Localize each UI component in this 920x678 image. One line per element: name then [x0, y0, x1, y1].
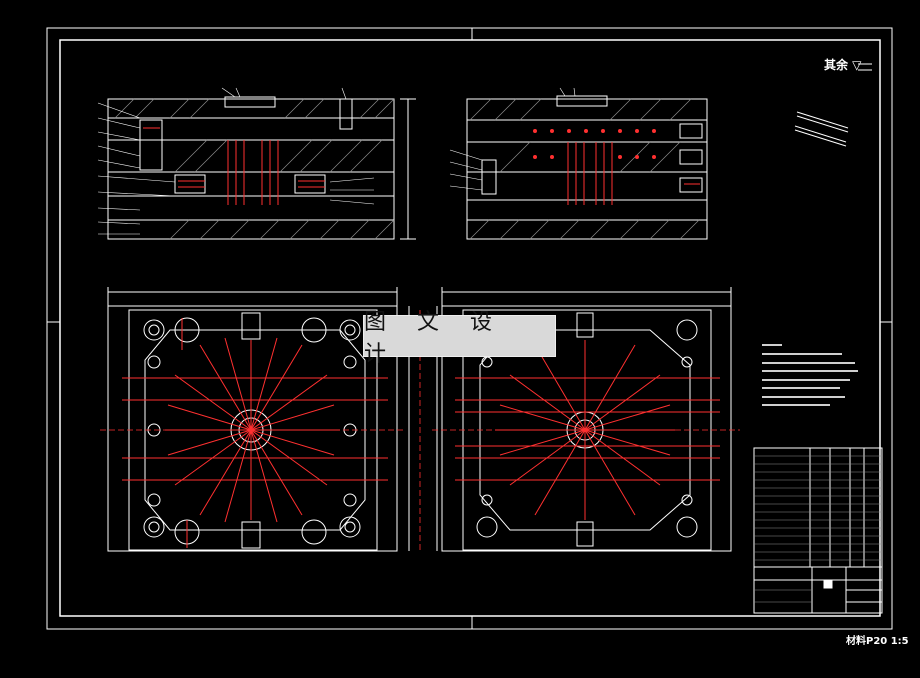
- plan-left-runners: [122, 318, 388, 548]
- part-sketch: [794, 63, 872, 147]
- section-left-leaders: [97, 87, 375, 235]
- sheet-frame: [46, 27, 893, 630]
- parts-list-rows: [754, 455, 882, 603]
- surface-roughness-note: 其余 ▽: [824, 58, 862, 72]
- section-view-left: [107, 96, 416, 240]
- plan-view-left: [107, 287, 410, 552]
- section-left-hatch: [114, 98, 395, 240]
- section-right-cooling-channels: [533, 129, 656, 159]
- section-right-ejector-pins: [567, 142, 700, 205]
- title-block: [753, 447, 883, 614]
- watermark-stamp: 图 文 设 计: [363, 310, 556, 367]
- technical-notes: [762, 344, 858, 406]
- material-scale-note: 材料P20 1:5: [846, 636, 909, 647]
- section-view-right: [466, 95, 708, 240]
- section-left-ejector-pins: [143, 127, 325, 205]
- section-right-leaders: [449, 87, 576, 191]
